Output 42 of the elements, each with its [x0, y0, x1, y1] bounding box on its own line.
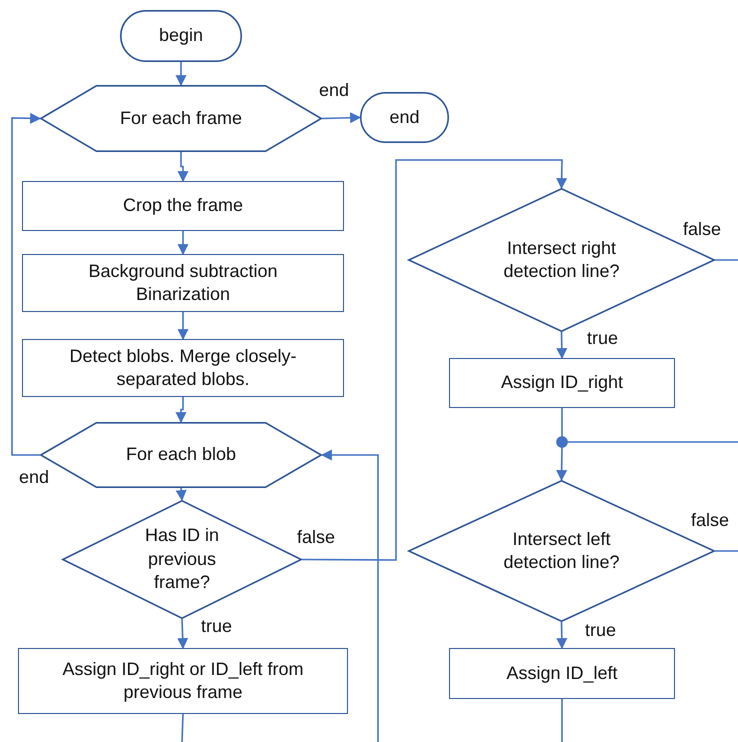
- node-label: Intersect left detection line?: [502, 528, 621, 574]
- node-label: For each blob: [126, 443, 236, 466]
- arrow: [320, 450, 379, 742]
- arrow: [176, 488, 187, 502]
- process-box: [18, 648, 348, 714]
- connector-line: [715, 550, 738, 552]
- process-box: [22, 339, 344, 397]
- connector-line: [715, 259, 738, 261]
- arrow: [556, 622, 568, 650]
- process-box: [22, 181, 344, 231]
- connector-line: [181, 714, 184, 742]
- node-label: Crop the frame: [122, 194, 244, 218]
- node-label: Intersect right detection line?: [502, 236, 621, 283]
- node-label: end: [389, 106, 420, 129]
- process-box: [449, 648, 675, 699]
- node-label: Assign ID_left: [506, 662, 618, 685]
- node-label: For each frame: [120, 106, 242, 130]
- node-label: Detect blobs. Merge closely-separated blobs.: [68, 344, 298, 391]
- arrow: [556, 332, 568, 360]
- arrow: [176, 62, 186, 86]
- arrow: [178, 231, 188, 256]
- arrow: [11, 112, 42, 456]
- process-box: [449, 358, 675, 408]
- node-label: Has ID in previous frame?: [144, 524, 220, 594]
- node-label: Background subtraction Binarization: [87, 260, 279, 306]
- terminal-shape: [360, 92, 449, 143]
- node-label: Assign ID_right or ID_left from previous frame: [61, 658, 305, 704]
- node-label: Assign ID_right: [500, 371, 624, 394]
- connector-line: [567, 441, 738, 443]
- arrow: [556, 446, 568, 482]
- arrow: [178, 312, 188, 340]
- arrow: [302, 159, 568, 561]
- arrow: [178, 152, 188, 182]
- arrow: [322, 112, 362, 124]
- connector-line: [561, 408, 563, 437]
- process-box: [22, 254, 344, 312]
- arrow: [176, 397, 186, 424]
- junction-dot: [557, 437, 567, 447]
- connector-line: [561, 699, 563, 742]
- terminal-shape: [120, 10, 242, 62]
- arrow: [177, 618, 188, 650]
- node-label: begin: [158, 24, 204, 48]
